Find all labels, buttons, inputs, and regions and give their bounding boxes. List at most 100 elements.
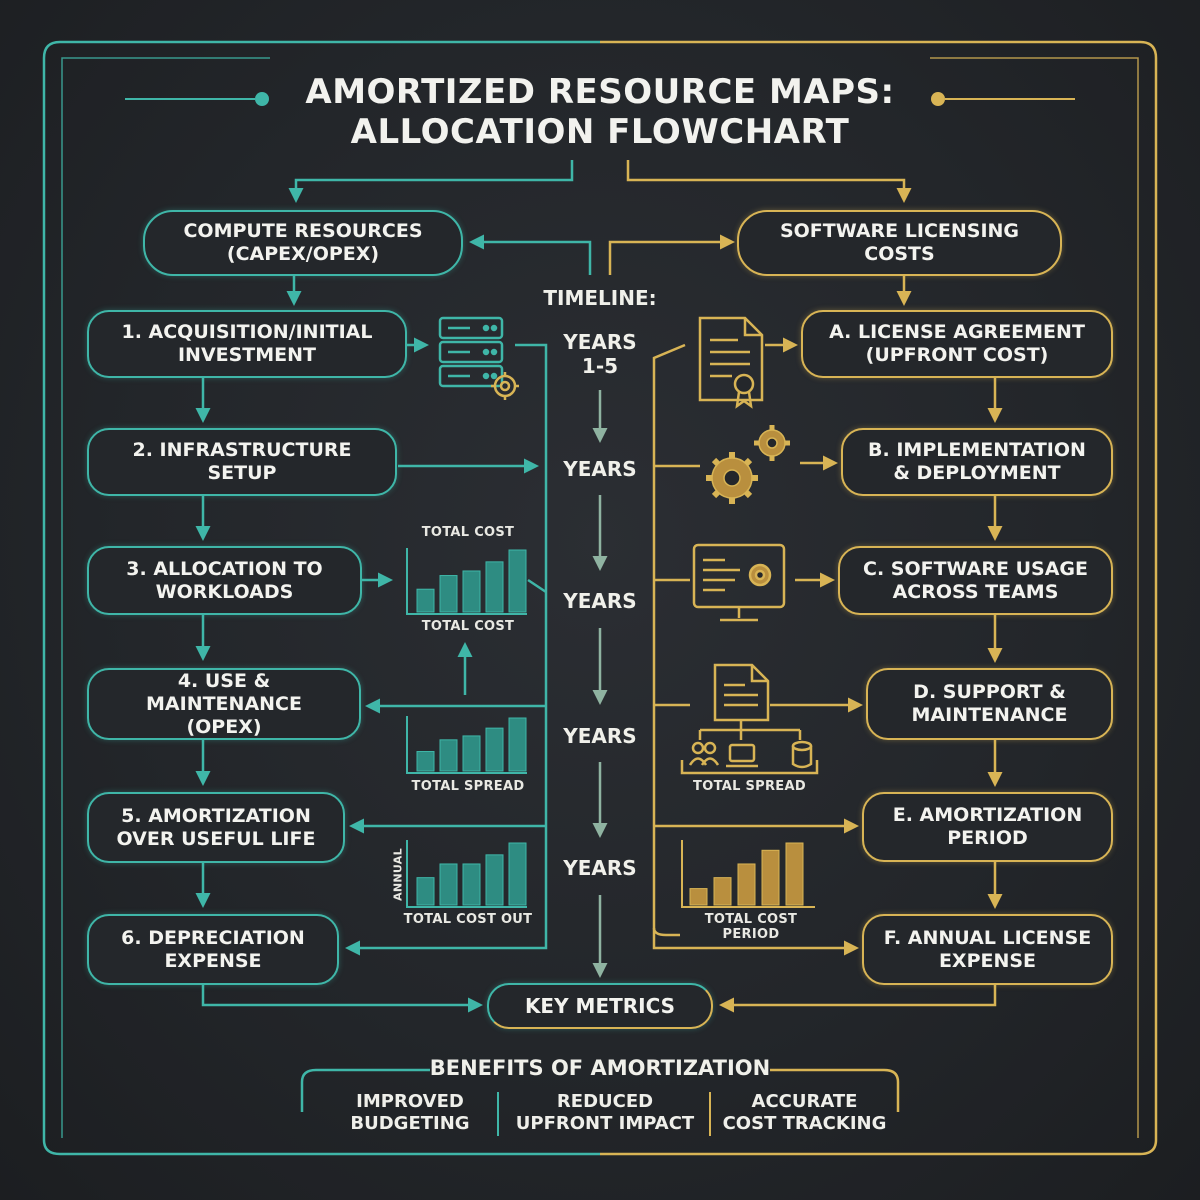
benefit-reduced-upfront: REDUCED UPFRONT IMPACT <box>500 1091 710 1135</box>
software-licensing-line2: COSTS <box>864 243 935 265</box>
chart-bar <box>785 842 804 906</box>
compute-resources-line1: COMPUTE RESOURCES <box>183 220 423 242</box>
chart-bar <box>416 751 435 772</box>
timeline-years: YEARS <box>563 457 637 481</box>
step-license-agreement-node[interactable]: A. LICENSE AGREEMENT(UPFRONT COST) <box>801 310 1113 378</box>
benefit-line2: UPFRONT IMPACT <box>515 1113 695 1134</box>
title-ornament <box>125 92 1075 106</box>
step-label-line1: D. SUPPORT & <box>913 681 1066 703</box>
chart-bar <box>416 588 435 613</box>
chart-bar <box>416 877 435 906</box>
step-label-line1: 5. AMORTIZATION <box>121 804 311 827</box>
key-metrics-label: KEY METRICS <box>524 993 676 1018</box>
step-label-line2: WORKLOADS <box>155 580 294 603</box>
step-label-line2: EXPENSE <box>164 949 262 972</box>
chart-bottom-label: TOTAL SPREAD <box>411 779 525 794</box>
step-label-line1: E. AMORTIZATION <box>892 804 1083 826</box>
chart-axes-right <box>681 840 815 908</box>
chart-side-label: ANNUAL <box>391 848 405 901</box>
timeline-years-1-5: YEARS 1-5 <box>540 330 660 378</box>
benefits-title: BENEFITS OF AMORTIZATION <box>429 1056 771 1080</box>
chart-bar <box>462 863 481 906</box>
page-title: AMORTIZED RESOURCE MAPS: ALLOCATION FLOW… <box>250 72 950 152</box>
step-label-line1: F. ANNUAL LICENSE <box>883 926 1092 949</box>
benefit-line1: ACCURATE <box>751 1091 858 1112</box>
chart-axes-left <box>406 548 527 908</box>
step-label-line2: INVESTMENT <box>177 344 317 366</box>
page-title-line1: AMORTIZED RESOURCE MAPS: <box>305 72 895 112</box>
benefit-improved-budgeting: IMPROVED BUDGETING <box>320 1091 500 1135</box>
chart-total-cost <box>416 549 527 613</box>
timeline-years-line1: YEARS <box>563 330 637 354</box>
chart-bar <box>485 561 504 613</box>
chart-top-label: TOTAL COST <box>421 525 515 540</box>
software-licensing-node[interactable]: SOFTWARE LICENSING COSTS <box>737 210 1062 276</box>
chart-bottom-label: TOTAL COST OUT <box>403 912 533 927</box>
chart-total-cost-out <box>416 842 527 906</box>
monitor-gear-icon <box>692 543 786 622</box>
timeline-years: YEARS <box>563 724 637 748</box>
compute-resources-node[interactable]: COMPUTE RESOURCES (CAPEX/OPEX) <box>143 210 463 276</box>
benefit-accurate-tracking: ACCURATE COST TRACKING <box>712 1091 897 1135</box>
step-support-node[interactable]: D. SUPPORT &MAINTENANCE <box>866 668 1113 740</box>
right-spread-label: TOTAL SPREAD <box>693 779 806 794</box>
step-label-line2: PERIOD <box>947 827 1028 849</box>
chart-bottom-label: TOTAL COST <box>421 619 515 634</box>
outer-frame <box>42 40 1158 1156</box>
server-rack-icon <box>438 316 519 400</box>
step-label-line2: SETUP <box>207 462 277 484</box>
chart-bar <box>439 863 458 906</box>
left-connectors <box>195 160 592 1112</box>
step-label-line1: 6. DEPRECIATION <box>121 926 305 949</box>
chart-bar <box>485 727 504 772</box>
chart-bar <box>689 888 708 906</box>
chart-bar <box>713 877 732 906</box>
step-implementation-node[interactable]: B. IMPLEMENTATION& DEPLOYMENT <box>841 428 1113 496</box>
benefit-line2: COST TRACKING <box>722 1113 887 1134</box>
step-label-line1: 2. INFRASTRUCTURE <box>132 439 352 461</box>
chart-bar <box>485 854 504 906</box>
chart-total-cost-period <box>689 842 804 906</box>
chart-bar <box>439 575 458 613</box>
benefit-dividers <box>497 1092 711 1136</box>
chart-bar <box>508 842 527 906</box>
timeline-years: YEARS <box>563 589 637 613</box>
step-label-line2: MAINTENANCE <box>911 704 1068 726</box>
step-label-line1: 1. ACQUISITION/INITIAL <box>121 321 373 343</box>
chart-total-spread <box>416 717 527 772</box>
benefit-line1: IMPROVED <box>356 1091 464 1112</box>
step-label-line1: 4. USE & MAINTENANCE <box>146 669 302 715</box>
timeline-years-line2: 1-5 <box>581 354 619 378</box>
step-label-line2: (OPEX) <box>186 715 262 738</box>
step-label-line2: & DEPLOYMENT <box>893 462 1061 484</box>
step-label-line2: (UPFRONT COST) <box>865 344 1049 366</box>
chart-bar <box>439 739 458 772</box>
gears-icon <box>706 425 790 504</box>
software-licensing-line1: SOFTWARE LICENSING <box>779 220 1020 242</box>
compute-resources-line2: (CAPEX/OPEX) <box>226 243 380 265</box>
step-label-line1: B. IMPLEMENTATION <box>868 439 1086 461</box>
chart-bar <box>761 849 780 906</box>
step-label-line1: 3. ALLOCATION TO <box>126 557 323 580</box>
timeline-label: TIMELINE: <box>543 286 657 310</box>
org-document-icon <box>680 663 819 775</box>
step-label-line1: C. SOFTWARE USAGE <box>863 557 1088 580</box>
key-metrics-node[interactable]: KEY METRICS <box>487 983 713 1029</box>
page-title-line2: ALLOCATION FLOWCHART <box>350 112 850 152</box>
chart-bar <box>462 570 481 613</box>
step-label-line2: EXPENSE <box>938 949 1037 972</box>
step-use-maintenance-node[interactable]: 4. USE & MAINTENANCE(OPEX) <box>87 668 361 740</box>
right-connectors <box>608 160 1003 1112</box>
step-label-line2: OVER USEFUL LIFE <box>116 827 316 850</box>
benefit-line2: BUDGETING <box>350 1113 470 1134</box>
step-label-line2: ACROSS TEAMS <box>892 580 1059 603</box>
